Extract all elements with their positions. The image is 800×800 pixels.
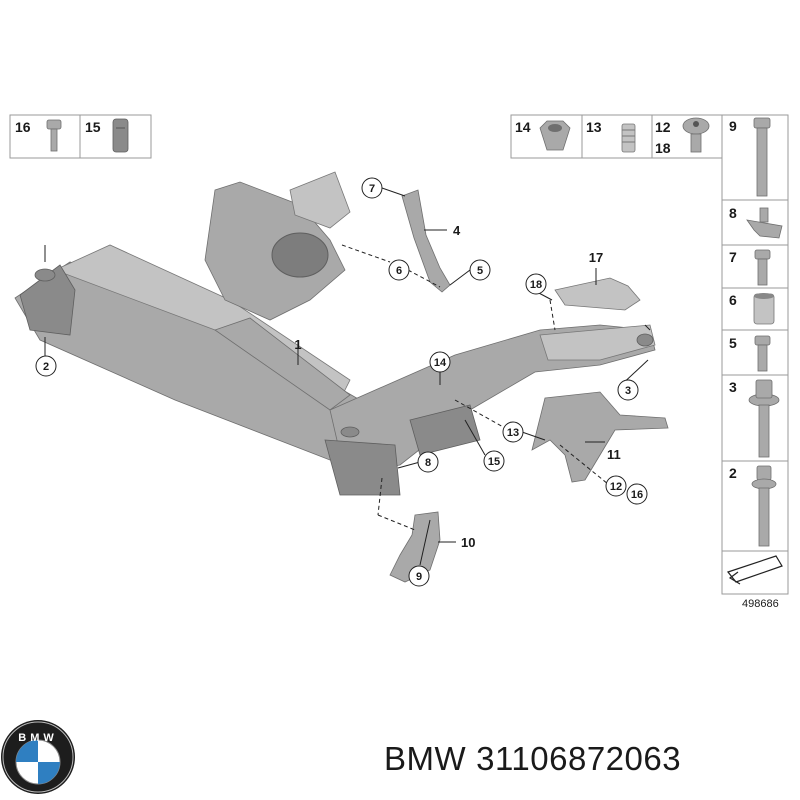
- legend-number: 12: [655, 119, 671, 135]
- threaded-insert-icon: [621, 123, 636, 153]
- callouts: 2 1 7 4 6 5 18 17 3 14 13 15 11 12 16 8 …: [35, 177, 648, 587]
- callout-number: 12: [610, 481, 622, 493]
- bracket-icon: [746, 207, 783, 239]
- callout-number: 3: [625, 385, 631, 397]
- callout-number: 6: [396, 265, 402, 277]
- control-arm-illustration: [401, 189, 451, 293]
- legend-number: 7: [729, 249, 737, 265]
- logo-text: BMW: [18, 732, 58, 744]
- short-bolt-icon: [754, 249, 771, 286]
- callout-number: 4: [453, 223, 461, 238]
- legend-number: 8: [729, 205, 737, 221]
- hex-nut-icon: [539, 120, 571, 151]
- front-subframe-illustration: [14, 171, 656, 496]
- sleeve-icon: [753, 293, 775, 325]
- caption-part-number: 31106872063: [476, 740, 682, 777]
- callout-number: 7: [369, 183, 375, 195]
- bushing-sleeve-icon: [112, 118, 129, 153]
- callout-number: 11: [607, 447, 621, 462]
- callout-number: 16: [631, 489, 643, 501]
- legend-number: 5: [729, 335, 737, 351]
- callout-number: 9: [416, 571, 422, 583]
- bracket-17-illustration: [554, 277, 641, 311]
- heat-shield-11-illustration: [531, 391, 669, 483]
- long-bolt-icon: [753, 117, 771, 197]
- callout-number: 14: [434, 357, 447, 369]
- legend-number: 9: [729, 118, 737, 134]
- callout-number: 1: [294, 337, 301, 352]
- caption-brand: BMW: [384, 740, 467, 777]
- legend-number: 6: [729, 292, 737, 308]
- callout-bubble: [35, 355, 57, 377]
- bolt-icon: [46, 119, 62, 152]
- callout-number: 17: [589, 250, 603, 265]
- callout-number: 15: [488, 456, 500, 468]
- callout-number: 5: [477, 265, 483, 277]
- short-bolt-icon: [754, 335, 771, 372]
- callout-number: 8: [425, 457, 431, 469]
- collar-bolt-icon: [748, 379, 780, 458]
- collar-bolt-icon: [751, 465, 777, 547]
- legend-number: 2: [729, 465, 737, 481]
- legend-top-right: 14 13 12 18: [510, 114, 723, 159]
- legend-number: 15: [85, 119, 101, 135]
- legend-right-column: 9 8 7 6 5 3 2: [721, 114, 789, 595]
- callout-number: 13: [507, 427, 519, 439]
- torx-screw-icon: [682, 117, 710, 153]
- bmw-logo: BMW: [1, 720, 75, 794]
- legend-number: 16: [15, 119, 31, 135]
- legend-number: 14: [515, 119, 531, 135]
- leader-lines: [44, 187, 651, 566]
- legend-number: 13: [586, 119, 602, 135]
- legend-number: 18: [655, 140, 671, 156]
- callout-number: 2: [43, 361, 49, 373]
- legend-right-frame: [721, 114, 789, 595]
- legend-number: 3: [729, 379, 737, 395]
- diagram-id: 498686: [742, 598, 779, 610]
- callout-number: 10: [461, 535, 475, 550]
- callout-number: 18: [530, 279, 542, 291]
- legend-top-left: 16 15: [9, 114, 152, 159]
- direction-arrow-icon: [726, 555, 783, 585]
